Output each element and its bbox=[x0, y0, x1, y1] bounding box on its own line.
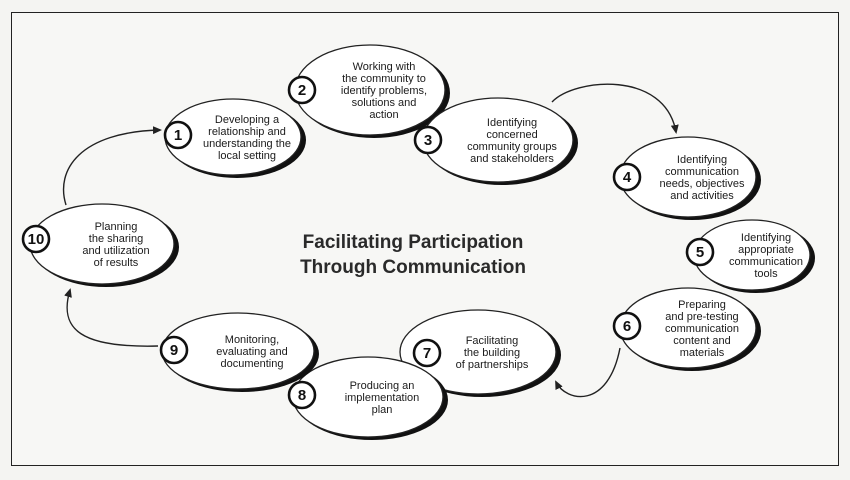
step-5-number-badge bbox=[685, 237, 715, 267]
step-8-number-badge bbox=[287, 380, 317, 410]
step-5-node: Identifyingappropriatecommunicationtools… bbox=[685, 219, 815, 293]
arrow-10-to-1 bbox=[62, 126, 162, 206]
step-10-text-line: of results bbox=[94, 257, 139, 269]
step-9-number-badge bbox=[159, 335, 189, 365]
step-5-number: 5 bbox=[696, 244, 704, 261]
step-10-number: 10 bbox=[28, 231, 45, 248]
step-1-text-line: relationship and bbox=[208, 126, 286, 138]
step-6-text-line: communication bbox=[665, 323, 739, 335]
step-7-text-line: Facilitating bbox=[466, 335, 519, 347]
step-7-text-line: of partnerships bbox=[456, 359, 529, 371]
step-6-text-line: materials bbox=[680, 347, 725, 359]
step-10-number-badge bbox=[21, 224, 51, 254]
step-5-text-line: communication bbox=[729, 256, 803, 268]
step-2-text-line: the community to bbox=[342, 73, 426, 85]
step-2-text-line: Working with bbox=[353, 61, 416, 73]
step-4-text-line: and activities bbox=[670, 190, 734, 202]
step-3-text-line: Identifying bbox=[487, 117, 537, 129]
step-1-text-line: understanding the bbox=[203, 138, 291, 150]
step-8-number: 8 bbox=[298, 387, 306, 404]
step-7-text-line: the building bbox=[464, 347, 520, 359]
step-9-text-line: Monitoring, bbox=[225, 334, 279, 346]
step-3-text-line: concerned bbox=[486, 129, 537, 141]
flow-connectors bbox=[62, 83, 679, 398]
title-line-2: Through Communication bbox=[300, 257, 526, 278]
step-3-number: 3 bbox=[424, 132, 432, 149]
arrow-6-to-7 bbox=[555, 347, 621, 398]
step-4-number-badge bbox=[612, 162, 642, 192]
step-10-text-line: the sharing bbox=[89, 233, 143, 245]
step-6-number: 6 bbox=[623, 318, 631, 335]
arrow-9-to-10 bbox=[64, 288, 159, 347]
arrow-3-to-4 bbox=[551, 83, 679, 134]
step-2-text-line: action bbox=[369, 109, 398, 121]
step-3-text-line: community groups bbox=[467, 141, 557, 153]
step-4-text-line: communication bbox=[665, 166, 739, 178]
step-10-text-line: and utilization bbox=[82, 245, 149, 257]
step-9-text-line: evaluating and bbox=[216, 346, 288, 358]
step-3-text-line: and stakeholders bbox=[470, 153, 554, 165]
step-4-number: 4 bbox=[623, 169, 632, 186]
step-10-text-line: Planning bbox=[95, 221, 138, 233]
step-4-text-line: Identifying bbox=[677, 154, 727, 166]
step-8-text-line: plan bbox=[372, 404, 393, 416]
step-9-number: 9 bbox=[170, 342, 178, 359]
step-8-text-line: implementation bbox=[345, 392, 420, 404]
diagram-title: Facilitating Participation Through Commu… bbox=[300, 232, 526, 278]
step-2-number: 2 bbox=[298, 82, 306, 99]
step-6-text-line: Preparing bbox=[678, 299, 726, 311]
step-7-number: 7 bbox=[423, 345, 431, 362]
step-6-number-badge bbox=[612, 311, 642, 341]
step-8-text-line: Producing an bbox=[350, 380, 415, 392]
step-2-text-line: identify problems, bbox=[341, 85, 427, 97]
step-7-oval bbox=[399, 309, 557, 395]
step-5-text-line: Identifying bbox=[741, 232, 791, 244]
step-1-text-line: Developing a bbox=[215, 114, 280, 126]
step-6-text-line: content and bbox=[673, 335, 731, 347]
step-3-number-badge bbox=[413, 125, 443, 155]
step-1-text-line: local setting bbox=[218, 150, 276, 162]
step-6-text-line: and pre-testing bbox=[665, 311, 738, 323]
step-4-text-line: needs, objectives bbox=[660, 178, 745, 190]
step-5-text-line: appropriate bbox=[738, 244, 794, 256]
step-9-text-line: documenting bbox=[221, 358, 284, 370]
step-5-text-line: tools bbox=[754, 268, 778, 280]
step-7-number-badge bbox=[412, 338, 442, 368]
step-1-number: 1 bbox=[174, 127, 182, 144]
step-1-number-badge bbox=[163, 120, 193, 150]
step-2-number-badge bbox=[287, 75, 317, 105]
title-line-1: Facilitating Participation bbox=[303, 232, 524, 253]
step-2-text-line: solutions and bbox=[352, 97, 417, 109]
